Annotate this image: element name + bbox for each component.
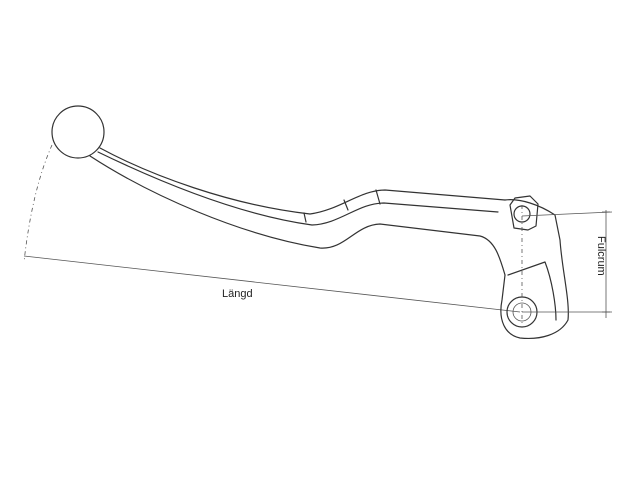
lever-ball-end xyxy=(51,105,105,159)
tip-reference-arc xyxy=(23,144,53,263)
fulcrum-dimension xyxy=(521,210,613,318)
length-label: Längd xyxy=(222,288,253,300)
lever-body xyxy=(51,105,569,340)
length-dimension-line xyxy=(23,255,521,313)
pivot-housing xyxy=(500,199,569,340)
fulcrum-label: Fulcrum xyxy=(595,236,607,276)
